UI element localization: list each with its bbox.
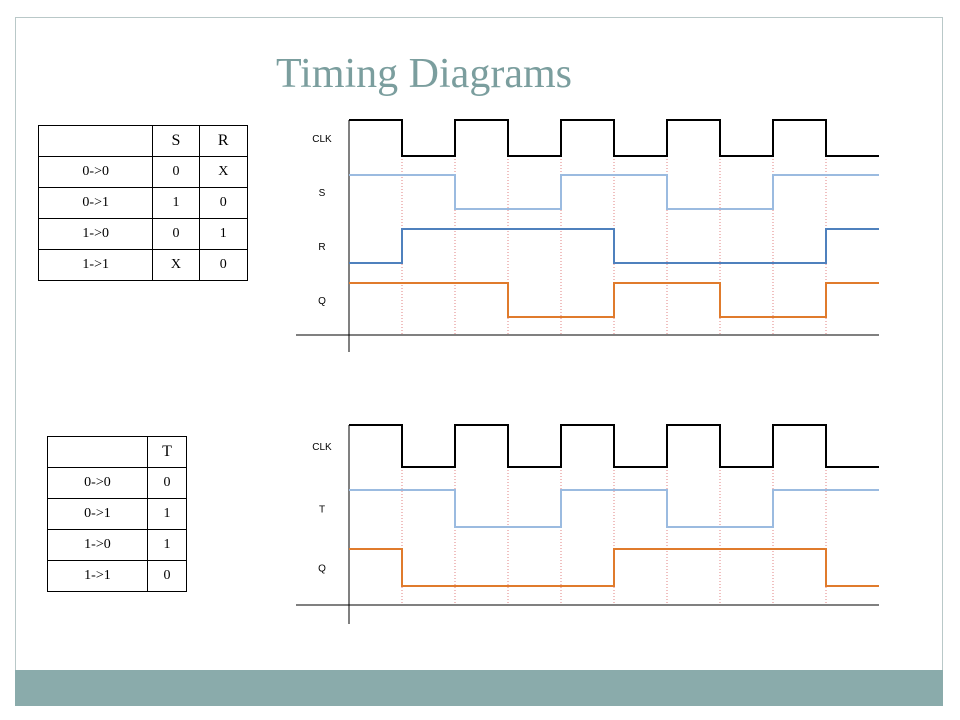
table-header-cell bbox=[37, 125, 154, 157]
t-waveform-t bbox=[349, 489, 879, 528]
table-cell: 0 bbox=[152, 156, 200, 188]
sr-signal-label: Q bbox=[318, 296, 326, 307]
table-cell: 1->1 bbox=[37, 249, 154, 281]
t-waveform-clk bbox=[349, 424, 879, 468]
t-truth-table: T 0->0 0 0->1 1 1->0 1 1->1 0 bbox=[47, 436, 188, 592]
table-cell: 1 bbox=[152, 187, 200, 219]
table-cell: 0 bbox=[198, 249, 249, 281]
table-cell: 1->0 bbox=[37, 218, 154, 250]
sr-signal-label: S bbox=[319, 188, 326, 199]
t-waveform-q bbox=[349, 548, 879, 587]
sr-waveform-q bbox=[349, 282, 879, 318]
t-signal-label: CLK bbox=[312, 442, 332, 453]
table-row: 1->1 0 bbox=[47, 560, 188, 592]
sr-signal-label: R bbox=[318, 242, 325, 253]
t-signal-label: T bbox=[319, 505, 325, 516]
sr-waveform-s bbox=[349, 174, 879, 210]
table-header-cell: R bbox=[198, 125, 249, 157]
table-row: 0->1 1 0 bbox=[37, 187, 249, 219]
footer-bar bbox=[15, 670, 943, 706]
table-row: 1->1 X 0 bbox=[37, 249, 249, 281]
table-row: 1->0 0 1 bbox=[37, 218, 249, 250]
t-signal-label: Q bbox=[318, 564, 326, 575]
slide-title: Timing Diagrams bbox=[276, 51, 572, 97]
table-cell: X bbox=[152, 249, 200, 281]
sr-truth-table: S R 0->0 0 X 0->1 1 0 1->0 0 1 1->1 X 0 bbox=[37, 125, 249, 281]
sr-waveform-clk bbox=[349, 119, 879, 157]
table-cell: 0 bbox=[146, 560, 188, 592]
sr-waveform-r bbox=[349, 228, 879, 264]
sr-signal-label: CLK bbox=[312, 134, 332, 145]
table-cell: 0->1 bbox=[37, 187, 154, 219]
table-cell: 1->1 bbox=[47, 560, 148, 592]
